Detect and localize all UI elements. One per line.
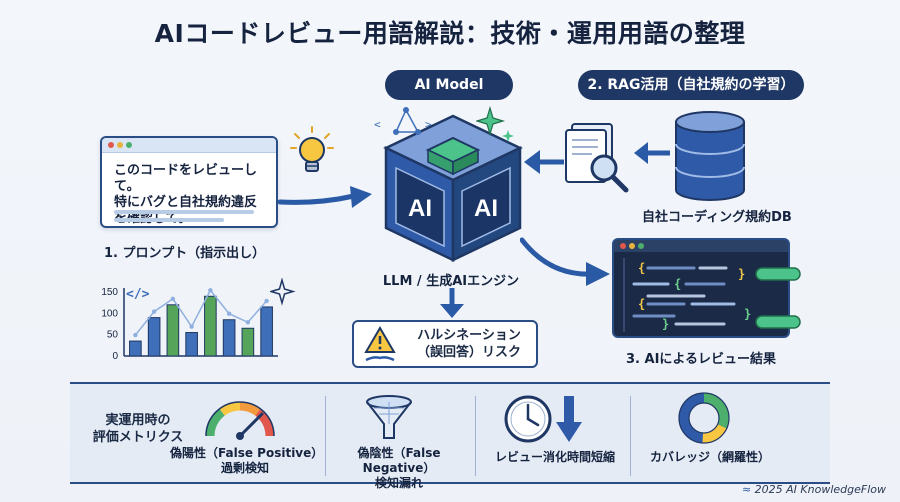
metric-coverage: カバレッジ（網羅性） [630,450,790,465]
highlight-bars [755,267,801,329]
clock-time-icon [504,395,582,443]
metric-false-positive: 偽陽性（False Positive） 過剰検知 [170,446,324,476]
hallucination-line-1: ハルシネーション [417,328,521,343]
metric-divider [325,396,326,476]
chart-bar [166,304,180,357]
window-dot-icon [638,243,644,249]
sparkle-icon [270,278,296,306]
window-dot-icon [620,243,626,249]
metric-review-time: レビュー消化時間短縮 [480,450,630,465]
filter-funnel-icon [366,395,412,439]
trend-point [264,298,269,304]
placeholder-line [114,218,224,222]
code-window-titlebar [614,240,788,252]
cube-right-text: AI [474,195,498,222]
page-title: AIコードレビュー用語解説：技術・運用用語の整理 [154,19,746,48]
brand-logo-icon: ≈ [741,483,755,496]
sparkle-icon [476,105,514,142]
warning-fork-icon [364,326,396,362]
y-tick-label: 50 [107,330,119,341]
trend-point [151,309,157,314]
chart-bar [222,319,236,357]
trend-point [133,332,138,338]
coverage-donut-icon [678,392,730,444]
metrics-heading-line-1: 実運用時の [105,413,171,428]
metric-label-line-1: 偽陽性（False Positive） [170,446,324,460]
prompt-caption: 1. プロンプト（指示出し） [104,246,266,261]
chart-bar [147,317,161,357]
trend-point [189,324,194,329]
prompt-line-2: 特にバグと自社規約違反 [114,195,258,210]
metrics-heading: 実運用時の 評価メトリクス [82,412,194,446]
footer-credit: ≈ 2025 AI KnowledgeFlow [742,483,886,496]
svg-text:<: < [374,118,381,131]
y-tick-label: 150 [101,287,118,298]
footer-text: 2025 AI KnowledgeFlow [754,483,886,496]
svg-text:}: } [744,307,751,321]
lightbulb-icon [290,126,334,172]
trend-point [170,296,176,301]
metric-false-negative: 偽陰性（False Negative） 検知漏れ [324,446,474,491]
svg-text:{: { [638,261,645,275]
trend-point [208,288,213,293]
window-dot-icon [117,142,123,148]
window-dot-icon [108,142,114,148]
document-search-icon [565,123,629,193]
hallucination-text: ハルシネーション （誤回答）リスク [404,327,534,361]
ai-cube-icon: AI AI [383,114,523,262]
trend-point [245,320,251,325]
gauge-icon [205,401,275,440]
prompt-line-1: このコードをレビューして。 [114,163,258,194]
prompt-window: このコードをレビューして。 特にバグと自社規約違反 を確認して。 [100,136,278,228]
code-lines-graphic: { { { } } } [623,258,751,332]
arrow-ai-to-result [520,237,610,286]
y-tick-label: 100 [101,308,118,319]
svg-text:{: { [638,297,645,311]
engine-caption: LLM / 生成AIエンジン [382,274,520,289]
metric-divider [475,396,476,476]
trend-line [134,288,268,336]
arrow-doc-to-ai [524,150,564,174]
network-icon: < > [374,107,432,135]
svg-text:}: } [662,317,669,331]
prompt-text: このコードをレビューして。 特にバグと自社規約違反 を確認して。 [102,153,276,227]
placeholder-line [114,210,254,214]
hallucination-line-2: （誤回答）リスク [416,345,521,360]
trend-point [226,311,232,316]
window-dot-icon [629,243,635,249]
svg-text:{: { [674,277,681,291]
metric-label-line-1: カバレッジ（網羅性） [649,450,770,464]
cube-left-text: AI [408,195,432,222]
svg-text:}: } [738,267,745,281]
hallucination-risk-box: ハルシネーション （誤回答）リスク [352,320,538,368]
metric-label-line-1: 偽陰性（False Negative） [357,446,441,475]
result-caption: 3. AIによるレビュー結果 [626,352,777,367]
svg-text:>: > [425,118,432,131]
bar-chart: 150 100 50 0 [101,287,278,362]
database-icon [675,111,745,201]
metric-divider [630,396,631,476]
prompt-window-titlebar [102,138,276,153]
metric-label-line-2: 検知漏れ [374,476,423,490]
metric-label-line-1: レビュー消化時間短縮 [494,450,615,464]
chart-bar [260,306,273,357]
rag-label: 2. RAG活用（自社規約の学習） [578,70,804,100]
y-tick-label: 0 [112,351,118,362]
chart-bar [185,332,198,357]
db-caption: 自社コーディング規約DB [642,210,792,225]
metrics-panel: 実運用時の 評価メトリクス 偽陽性（False Positive） 過剰検知 偽… [70,382,830,490]
metrics-heading-line-2: 評価メトリクス [92,430,184,445]
code-tag-icon: </> [126,287,150,302]
chart-bar [204,295,217,357]
arrow-prompt-to-ai [278,186,372,208]
metric-label-line-2: 過剰検知 [220,461,269,475]
svg-text:</>: </> [126,287,150,302]
chart-bar [129,340,142,357]
arrow-ai-to-hallucination [440,288,464,318]
ai-model-label: AI Model [385,70,513,100]
window-dot-icon [126,142,132,148]
chart-bar [241,327,255,357]
arrow-db-to-doc [634,142,670,164]
